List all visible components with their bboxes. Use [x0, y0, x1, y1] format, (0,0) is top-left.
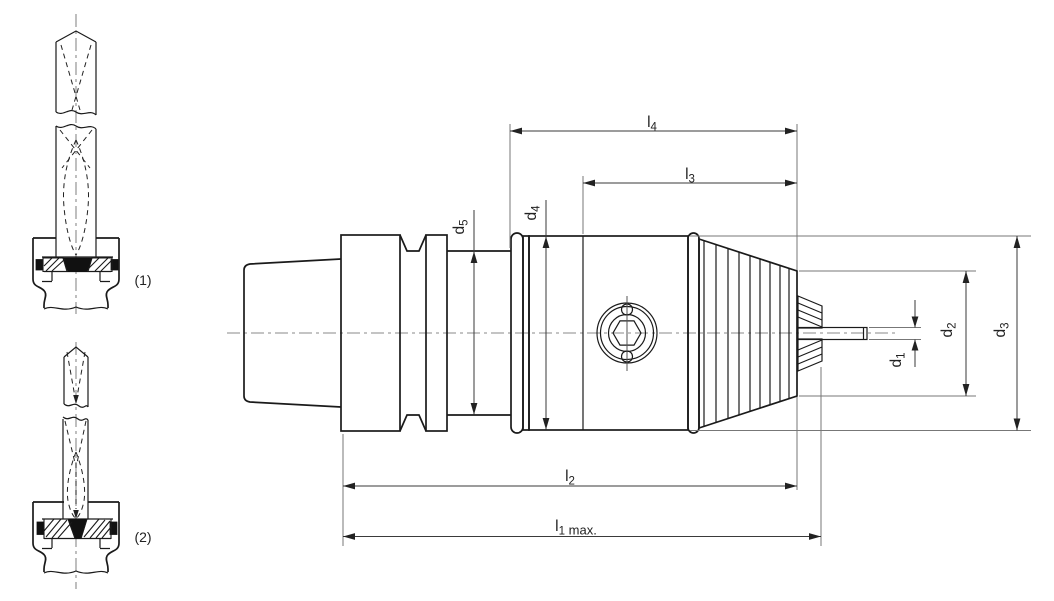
figure-1-label: (1) [134, 272, 151, 288]
dimension-label-l3: l3 [685, 166, 695, 186]
dimension-label-d3: d3 [992, 322, 1012, 337]
hex-recess [612, 320, 642, 346]
hex-socket [596, 296, 658, 371]
chuck-section-2 [32, 501, 120, 574]
dimension-l1-max: l1 max. [343, 367, 822, 546]
dimension-label-l2: l2 [565, 468, 575, 488]
dimension-label-d4: d4 [523, 205, 543, 221]
taper-shank [243, 258, 342, 408]
clamping-cone [698, 237, 798, 430]
jaw-hatch-left [42, 257, 68, 273]
dimension-d5: d5 [451, 210, 478, 415]
flute-arrowhead [73, 395, 79, 404]
detail-view-2: (2) [32, 342, 152, 589]
seal-ring-left [36, 521, 45, 535]
flange [340, 234, 401, 432]
break-line [43, 570, 109, 574]
drill-bit [797, 326, 868, 341]
dimension-l2: l2 [342, 397, 798, 546]
dimension-d2: d2 [799, 270, 976, 397]
jaw-hatch-right [80, 518, 112, 540]
neck [447, 250, 511, 416]
seal-ring-left [35, 259, 44, 271]
drill-flute-dashes [60, 44, 92, 111]
break-line [43, 306, 109, 310]
dimension-d1: d1 [869, 300, 921, 368]
dimension-label-d2: d2 [939, 322, 959, 337]
drill-lower-segment-1 [55, 123, 97, 257]
flute-arrowhead [73, 510, 79, 519]
drill-upper-segment-1 [55, 30, 97, 116]
cone-ribs [703, 241, 790, 426]
chuck-section-1 [32, 237, 120, 310]
seal-ring-right [110, 259, 119, 271]
groove [399, 234, 427, 432]
main-side-view [227, 232, 897, 434]
jaw-hatch-right [87, 257, 113, 273]
dimension-label-d5: d5 [451, 219, 471, 234]
drill-point-section [62, 257, 93, 272]
detail-view-1: (1) [32, 14, 152, 314]
dimension-d4: d4 [523, 200, 550, 430]
dimension-label-l4: l4 [647, 114, 657, 134]
dimension-label-l1-max: l1 max. [555, 518, 597, 538]
drill-upper-segment-2 [63, 346, 89, 408]
jaw-hatch-left [43, 518, 76, 540]
flange-ring [425, 234, 448, 432]
dimension-d3: d3 [690, 235, 1031, 431]
dimension-l4: l4 [509, 114, 798, 270]
dimension-l3: l3 [582, 166, 797, 234]
figure-2-label: (2) [134, 529, 151, 545]
dimension-label-d1: d1 [888, 352, 908, 367]
